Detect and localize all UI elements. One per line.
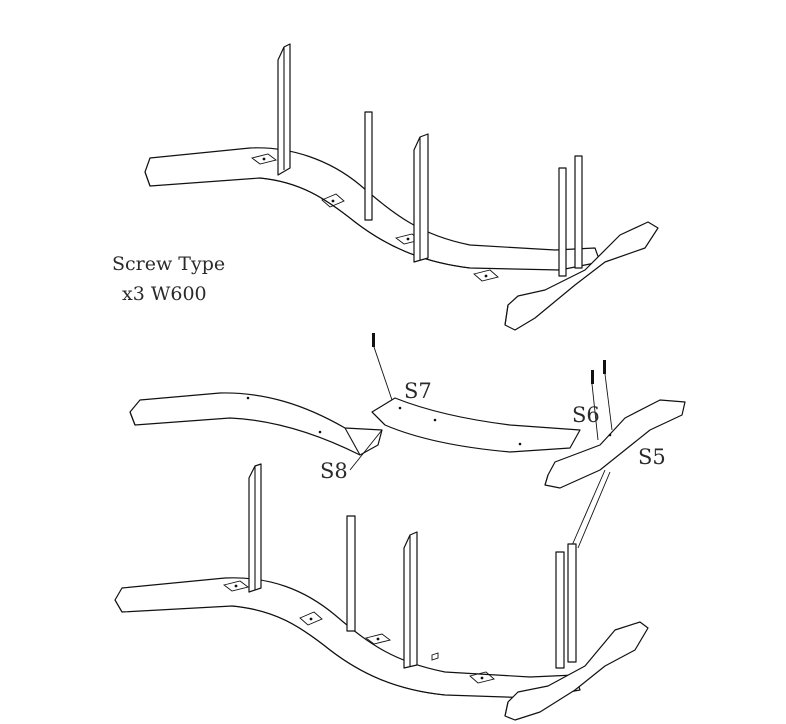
label-s6: S6 (572, 403, 600, 427)
part-s5 (544, 399, 686, 489)
top-assembly (144, 43, 659, 331)
part-s7 (371, 397, 581, 453)
part-s8 (129, 392, 383, 456)
screw-quantity-label: x3 W600 (122, 283, 207, 305)
bottom-foot (504, 621, 649, 721)
guide-lines (349, 346, 613, 551)
label-s8: S8 (320, 459, 348, 483)
bottom-assembly (114, 463, 649, 721)
top-foot (504, 221, 659, 331)
bottom-posts (248, 463, 577, 669)
screw-type-label: Screw Type (112, 253, 225, 275)
top-posts (277, 43, 583, 277)
label-s5: S5 (638, 445, 666, 469)
label-s7: S7 (404, 379, 432, 403)
screw-icon (372, 333, 606, 384)
